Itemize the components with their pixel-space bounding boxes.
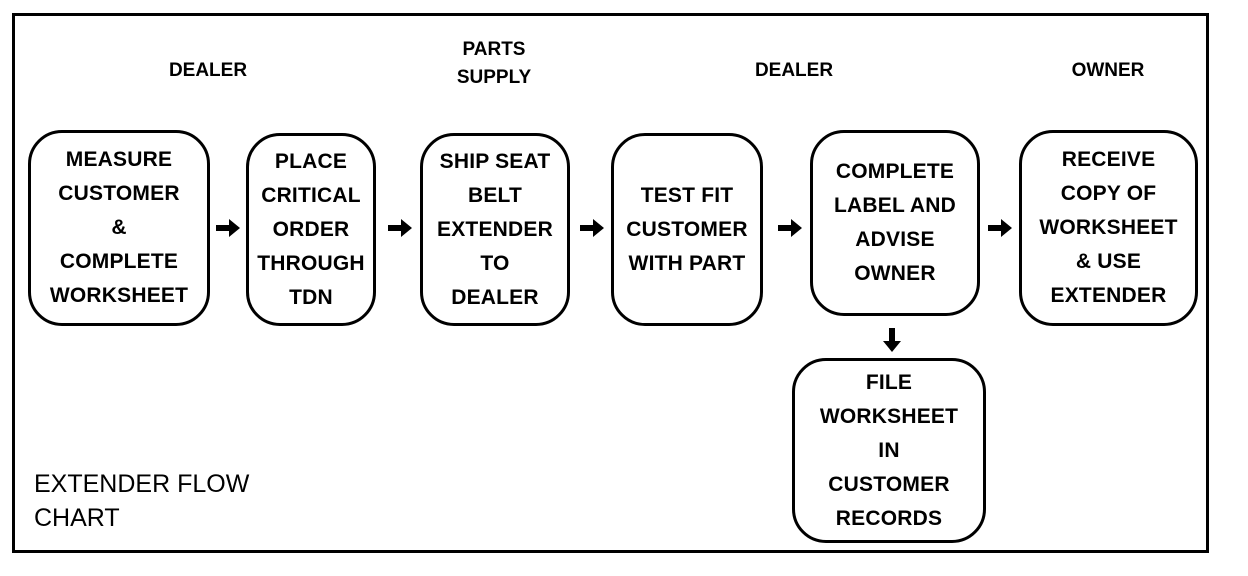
box-place-critical-order-label: PLACE CRITICAL ORDER THROUGH TDN bbox=[257, 149, 365, 309]
box-complete-label: COMPLETE LABEL AND ADVISE OWNER bbox=[810, 130, 980, 316]
diagram-frame bbox=[12, 13, 1209, 553]
box-place-critical-order: PLACE CRITICAL ORDER THROUGH TDN bbox=[246, 133, 376, 326]
box-test-fit-customer-label: TEST FIT CUSTOMER WITH PART bbox=[626, 183, 748, 275]
header-dealer-2: DEALER bbox=[754, 60, 834, 81]
box-file-worksheet: FILE WORKSHEET IN CUSTOMER RECORDS bbox=[792, 358, 986, 543]
box-measure-customer: MEASURE CUSTOMER & COMPLETE WORKSHEET bbox=[28, 130, 210, 326]
arrow-down-icon bbox=[883, 328, 901, 352]
box-ship-seat-belt-extender: SHIP SEAT BELT EXTENDER TO DEALER bbox=[420, 133, 570, 326]
box-measure-customer-label: MEASURE CUSTOMER & COMPLETE WORKSHEET bbox=[49, 148, 189, 307]
header-owner: OWNER bbox=[1071, 60, 1145, 81]
header-parts-supply: PARTS SUPPLY bbox=[456, 39, 532, 88]
box-receive-copy-label: RECEIVE COPY OF WORKSHEET & USE EXTENDER bbox=[1039, 148, 1178, 307]
box-test-fit-customer: TEST FIT CUSTOMER WITH PART bbox=[611, 133, 763, 326]
chart-title: EXTENDER FLOW CHART bbox=[34, 470, 250, 532]
box-ship-seat-belt-extender-label: SHIP SEAT BELT EXTENDER TO DEALER bbox=[437, 149, 553, 309]
arrow-right-icon bbox=[216, 219, 240, 237]
arrow-right-icon bbox=[580, 219, 604, 237]
box-complete-label-label: COMPLETE LABEL AND ADVISE OWNER bbox=[834, 160, 956, 285]
arrow-right-icon bbox=[388, 219, 412, 237]
header-dealer-1: DEALER bbox=[168, 60, 248, 81]
box-file-worksheet-label: FILE WORKSHEET IN CUSTOMER RECORDS bbox=[819, 370, 959, 530]
box-receive-copy: RECEIVE COPY OF WORKSHEET & USE EXTENDER bbox=[1019, 130, 1198, 326]
arrow-right-icon bbox=[778, 219, 802, 237]
arrow-right-icon bbox=[988, 219, 1012, 237]
